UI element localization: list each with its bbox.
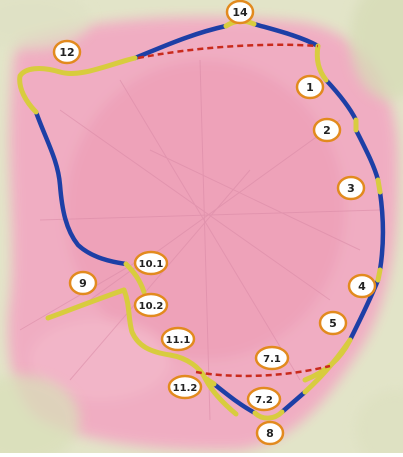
route-marker-badge bbox=[52, 39, 82, 65]
route-marker-badge bbox=[336, 175, 366, 201]
route-marker-label: 14 bbox=[232, 6, 248, 19]
ring-road-yellow bbox=[17, 18, 383, 421]
route-marker-label: 3 bbox=[347, 182, 355, 195]
route-marker-badge bbox=[160, 326, 196, 352]
ring-road-blue bbox=[33, 21, 386, 416]
route-marker-label: 4 bbox=[358, 280, 366, 293]
route-marker: 12 bbox=[52, 39, 82, 65]
route-marker-badge bbox=[225, 0, 255, 25]
route-marker: 8 bbox=[255, 420, 285, 446]
route-marker-label: 5 bbox=[329, 317, 337, 330]
planned-route-red bbox=[137, 43, 331, 378]
route-marker-label: 9 bbox=[79, 277, 87, 290]
route-marker-badge bbox=[255, 420, 285, 446]
route-marker-badge bbox=[133, 292, 169, 318]
urban-area bbox=[7, 16, 399, 451]
route-marker-label: 11.2 bbox=[173, 383, 198, 394]
route-marker: 10.2 bbox=[133, 292, 169, 318]
route-marker-badge bbox=[295, 74, 325, 100]
route-marker: 3 bbox=[336, 175, 366, 201]
route-marker: 1 bbox=[295, 74, 325, 100]
route-marker-label: 11.1 bbox=[166, 335, 191, 346]
route-marker: 7.1 bbox=[254, 345, 290, 371]
route-marker-label: 2 bbox=[323, 124, 331, 137]
route-marker: 7.2 bbox=[246, 386, 282, 412]
route-marker: 9 bbox=[68, 270, 98, 296]
route-marker: 11.2 bbox=[167, 374, 203, 400]
route-marker: 2 bbox=[312, 117, 342, 143]
route-marker-badge bbox=[246, 386, 282, 412]
route-marker-label: 7.1 bbox=[263, 354, 281, 365]
route-marker: 11.1 bbox=[160, 326, 196, 352]
route-marker: 5 bbox=[318, 310, 348, 336]
route-marker-label: 7.2 bbox=[255, 395, 273, 406]
route-marker-badge bbox=[318, 310, 348, 336]
route-marker-label: 1 bbox=[306, 81, 314, 94]
route-marker-badge bbox=[312, 117, 342, 143]
route-marker: 14 bbox=[225, 0, 255, 25]
route-marker: 4 bbox=[347, 273, 377, 299]
route-marker-label: 10.2 bbox=[139, 301, 164, 312]
route-marker-badge bbox=[167, 374, 203, 400]
route-marker-label: 8 bbox=[266, 427, 274, 440]
route-marker-label: 12 bbox=[59, 46, 74, 59]
route-marker-badge bbox=[347, 273, 377, 299]
route-marker-label: 10.1 bbox=[139, 259, 164, 270]
street-texture bbox=[19, 59, 381, 421]
route-marker-badge bbox=[254, 345, 290, 371]
route-marker-badge bbox=[68, 270, 98, 296]
route-marker: 10.1 bbox=[133, 250, 169, 276]
route-marker-badge bbox=[133, 250, 169, 276]
